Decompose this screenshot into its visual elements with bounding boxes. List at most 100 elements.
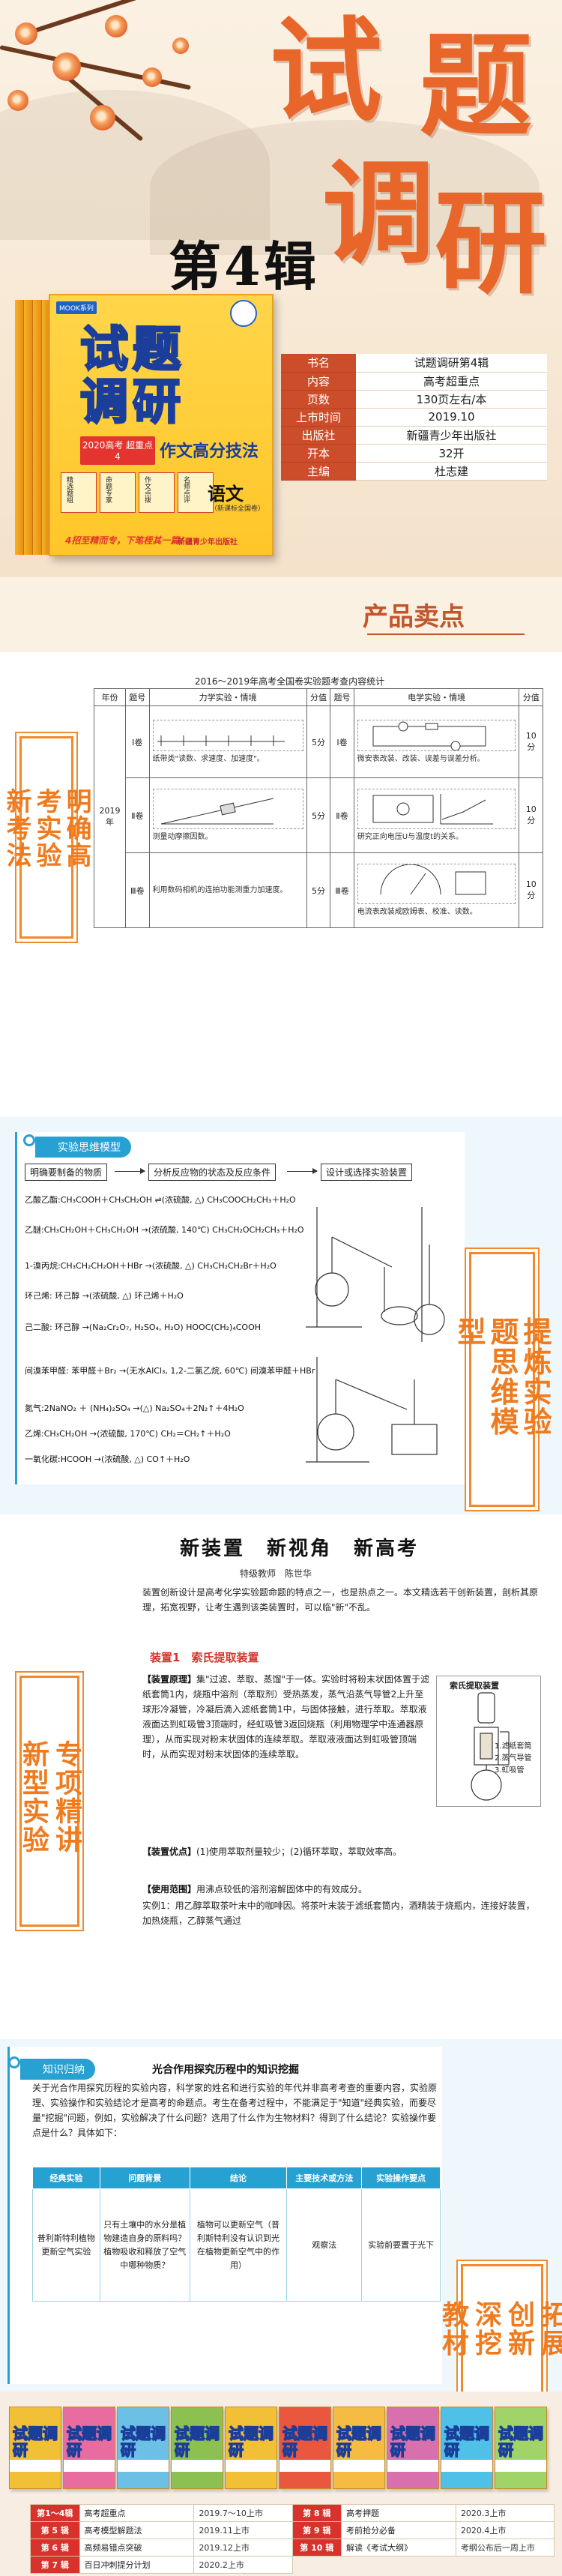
book-thumbnail-title: 试题调研 — [120, 2425, 166, 2459]
thumbnail-band — [441, 2460, 492, 2472]
principle-title: 【装置原理】 — [142, 1674, 197, 1685]
section-new-apparatus: 新装置 新视角 新高考 特级教师 陈世华 装置创新设计是高考化学实验题命题的特点… — [0, 1514, 562, 2039]
empty-cell — [341, 2556, 456, 2574]
thumbnail-band — [387, 2460, 438, 2472]
table-header: 分值 — [306, 688, 331, 706]
thumbnail-band — [118, 2460, 169, 2472]
book-thumbnail-title: 试题调研 — [336, 2425, 382, 2459]
friction-figure — [152, 788, 303, 829]
empty-cell — [456, 2556, 555, 2574]
series-list: 试题调研 试题调研 试题调研 试题调研 试题调研 试题调研 试题调研 试题调研 … — [0, 2392, 562, 2576]
blossom-icon — [52, 52, 81, 81]
section-label-text: 明确高考实验新考法 — [1, 788, 91, 869]
feature-tile: 命题专家 — [100, 472, 136, 513]
section-label-text: 拓展创新深挖教材 — [438, 2299, 562, 2357]
circuit-figure — [357, 719, 516, 751]
blossom-icon — [7, 90, 28, 111]
blossom-icon — [90, 105, 115, 130]
ohmmeter-figure-svg — [380, 864, 486, 894]
date-cell: 2020.3上市 — [455, 2504, 555, 2522]
table-header: 年份 — [93, 688, 127, 706]
arrow-right-icon — [115, 1168, 145, 1174]
info-value: 试题调研第4辑 — [356, 354, 547, 373]
info-key: 页数 — [281, 390, 356, 409]
reaction-line: 乙酸乙酯:CH₃COOH＋CH₃CH₂OH ⇌(浓硫酸, △) CH₃COOCH… — [25, 1195, 296, 1205]
circuit-figure-svg — [372, 721, 486, 750]
info-value: 高考超重点 — [356, 372, 547, 391]
edition-cell: 第 5 辑 — [30, 2521, 80, 2539]
thumbnail-band — [10, 2460, 61, 2472]
reaction-line: 环己烯: 环己醇 →(浓硫酸, △) 环己烯＋H₂O — [25, 1291, 184, 1301]
card-tag: 实验思维模型 — [35, 1137, 131, 1158]
thumbnail-band — [64, 2460, 115, 2472]
book-subject-sub: （新课标全国卷） — [211, 505, 265, 513]
reaction-line: 间溴苯甲醛: 苯甲醛＋Br₂ →(无水AlCl₃, 1,2-二氯乙烷, 60℃)… — [25, 1366, 315, 1376]
advantage-title: 【装置优点】 — [142, 1847, 197, 1857]
cell-note: 利用数码相机的连拍功能测重力加速度。 — [152, 885, 288, 894]
table-header: 结论 — [189, 2167, 288, 2189]
question-cell: Ⅲ卷 — [330, 852, 354, 928]
score-cell: 5分 — [306, 705, 331, 778]
question-cell: Ⅱ卷 — [330, 777, 354, 853]
diagram-legend: 3.虹吸管 — [495, 1766, 525, 1775]
book-subtitle: 作文高分技法 — [160, 442, 259, 461]
advantage-text: (1)使用萃取剂量较少；(2)循环萃取，萃取效率高。 — [196, 1847, 402, 1857]
edition-tag: 2020高考 超重点4 — [80, 436, 155, 465]
thumbnail-band — [226, 2460, 277, 2472]
title-char: 试 — [270, 5, 383, 137]
info-value: 杜志建 — [356, 462, 547, 481]
table-cell: 普利斯特利植物更新空气实验 — [32, 2188, 100, 2302]
article-author: 特级教师 陈世华 — [240, 1568, 312, 1579]
card-text: 关于光合作用探究历程的实验内容，科学家的姓名和进行实验的年代并非高考考查的重要内… — [32, 2083, 438, 2138]
book-thumbnail: 试题调研 — [171, 2407, 223, 2489]
table-row: Ⅲ卷 利用数码相机的连拍功能测重力加速度。 5分 Ⅲ卷 电流表改装成欧姆表、校准… — [94, 852, 543, 928]
section-label: 明确高考实验新考法 — [1, 736, 91, 939]
empty-cell — [292, 2556, 342, 2574]
feature-tile: 名师点评 — [178, 472, 214, 513]
blossom-icon — [15, 22, 37, 45]
name-cell: 解读《考试大纲》 — [341, 2539, 456, 2557]
book-thumbnail-title: 试题调研 — [12, 2425, 58, 2459]
info-value: 2019.10 — [356, 408, 547, 427]
date-cell: 2019.12上市 — [193, 2539, 293, 2557]
blossom-icon — [105, 15, 127, 37]
book-title: 试题 调研 — [79, 322, 185, 430]
thumbnail-band — [172, 2460, 223, 2472]
table-row: 第 5 辑 高考模型解题法 2019.11上市 第 9 辑 考前抢分必备 202… — [30, 2521, 555, 2539]
mountain-decoration — [150, 120, 540, 255]
model-card: 实验思维模型 明确要制备的物质 分析反应物的状态及反应条件 设计或选择实验装置 … — [15, 1132, 465, 1484]
article-intro: 装置创新设计是高考化学实验题命题的特点之一，也是热点之一。本文精选若干创新装置，… — [142, 1587, 539, 1613]
book-stack — [15, 300, 52, 555]
friction-figure-svg — [160, 798, 274, 824]
title-char: 调 — [322, 148, 435, 280]
thumbnail-band — [333, 2460, 384, 2472]
info-value: 新疆青少年出版社 — [356, 426, 547, 445]
info-key: 上市时间 — [281, 408, 356, 427]
table-row: Ⅱ卷 测量动摩擦因数。 5分 Ⅱ卷 — [94, 777, 543, 853]
book-thumbnail-title: 试题调研 — [498, 2425, 544, 2459]
book-spine — [33, 300, 42, 555]
date-cell: 考纲公布后一周上市 — [455, 2539, 555, 2557]
book-spine — [15, 300, 24, 555]
book-thumbnail-title: 试题调研 — [174, 2425, 220, 2459]
cell-note: 研究正向电压U与温度t的关系。 — [357, 832, 463, 841]
book-publisher: 新疆青少年出版社 — [178, 538, 238, 547]
section-knowledge: 知识归纳 光合作用探究历程中的知识挖掘 关于光合作用探究历程的实验内容，科学家的… — [0, 2039, 562, 2403]
book-title-line: 调研 — [79, 374, 185, 430]
date-cell: 2020.2上市 — [193, 2556, 293, 2574]
table-header-row: 年份 题号 力学实验・情境 分值 题号 电学实验・情境 分值 — [93, 688, 543, 706]
blossom-icon — [142, 67, 162, 87]
branch-decoration — [29, 0, 160, 34]
soxhlet-diagram — [436, 1676, 541, 1807]
name-cell: 考前抢分必备 — [341, 2521, 456, 2539]
knowledge-card: 知识归纳 光合作用探究历程中的知识挖掘 关于光合作用探究历程的实验内容，科学家的… — [7, 2047, 442, 2384]
usage-text: 用沸点较低的溶剂溶解固体中的有效成分。 — [196, 1884, 368, 1895]
bulb-icon — [23, 1134, 35, 1146]
apparatus-subtitle: 装置1 索氏提取装置 — [150, 1651, 259, 1664]
card-heading: 光合作用探究历程中的知识挖掘 — [152, 2064, 299, 2076]
reaction-line: 一氧化碳:HCOOH →(浓硫酸, △) CO↑＋H₂O — [25, 1454, 190, 1464]
section-label: 专项精讲新型实验 — [18, 1676, 82, 1927]
voltage-figure-svg — [372, 793, 493, 824]
